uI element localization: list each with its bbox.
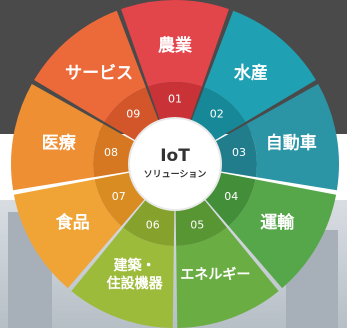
segment-05: 05 エネルギー [175,199,279,328]
segment-outer-09 [34,10,146,123]
segment-07: 07 食品 [13,172,145,289]
segment-08: 08 医療 [11,83,135,191]
segment-02: 02 水産 [191,10,316,141]
segment-number-04: 04 [224,190,238,203]
segment-number-03: 03 [232,146,246,159]
segment-number-06: 06 [146,219,160,232]
center-hub: IoT ソリューション [128,117,222,211]
segment-outer-01 [121,0,229,87]
segment-label-02: 水産 [234,63,268,84]
segment-01: 01 農業 [121,0,229,121]
segment-number-05: 05 [190,219,204,232]
segment-label-09: サービス [65,64,133,84]
segment-number-08: 08 [104,146,118,159]
segment-inner-06 [123,199,175,246]
segment-inner-04 [205,172,256,227]
segment-outer-08 [11,83,104,191]
segment-06: 06 建築・住設機器 [71,199,175,328]
segment-number-01: 01 [168,93,182,106]
center-circle [128,117,222,211]
segment-inner-03 [215,123,257,178]
segment-number-07: 07 [112,190,126,203]
segment-label-06: 建築・住設機器 [107,257,164,292]
segment-label-03: 自動車 [266,133,317,154]
segment-outer-02 [204,10,316,123]
segment-inner-05 [175,199,227,246]
segment-inner-02 [191,87,246,141]
center-title: IoT [160,146,190,166]
segment-outer-05 [176,227,279,328]
segment-label-01: 農業 [158,35,192,56]
segment-outer-03 [246,83,339,191]
segment-label-08: 医療 [42,133,77,154]
segment-inner-08 [92,123,135,178]
segment-inner-09 [104,87,159,141]
segment-outer-06 [71,227,174,328]
segment-label-04: 運輸 [260,212,295,233]
segment-label-07: 食品 [56,212,90,233]
center-subtitle: ソリューション [144,169,207,180]
segment-inner-01 [148,81,202,121]
segment-number-02: 02 [210,108,224,121]
segment-09: 09 サービス [34,10,159,141]
segment-04: 04 運輸 [205,172,337,289]
segment-outer-07 [13,179,122,289]
segment-03: 03 自動車 [215,83,339,191]
segment-outer-04 [228,179,337,289]
segment-label-05: エネルギー [180,266,250,283]
segment-inner-07 [94,172,145,227]
segment-number-09: 09 [126,108,140,121]
